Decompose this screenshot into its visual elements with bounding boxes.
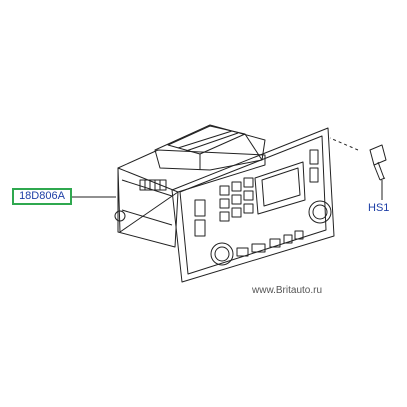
watermark-text: www.Britauto.ru	[252, 285, 323, 296]
part-number-label: 18D806A	[12, 188, 72, 205]
display-window	[254, 161, 306, 215]
radio-housing-top	[154, 124, 266, 171]
side-knob	[114, 210, 126, 222]
fastener-label: HS1	[368, 202, 390, 214]
button-grid	[219, 177, 254, 222]
right-knob	[308, 200, 332, 224]
leader-line-screw	[329, 137, 359, 151]
climate-control-panel	[171, 127, 335, 283]
left-knob	[210, 242, 234, 266]
screw-hs1	[369, 144, 387, 181]
chassis-body	[114, 149, 266, 248]
